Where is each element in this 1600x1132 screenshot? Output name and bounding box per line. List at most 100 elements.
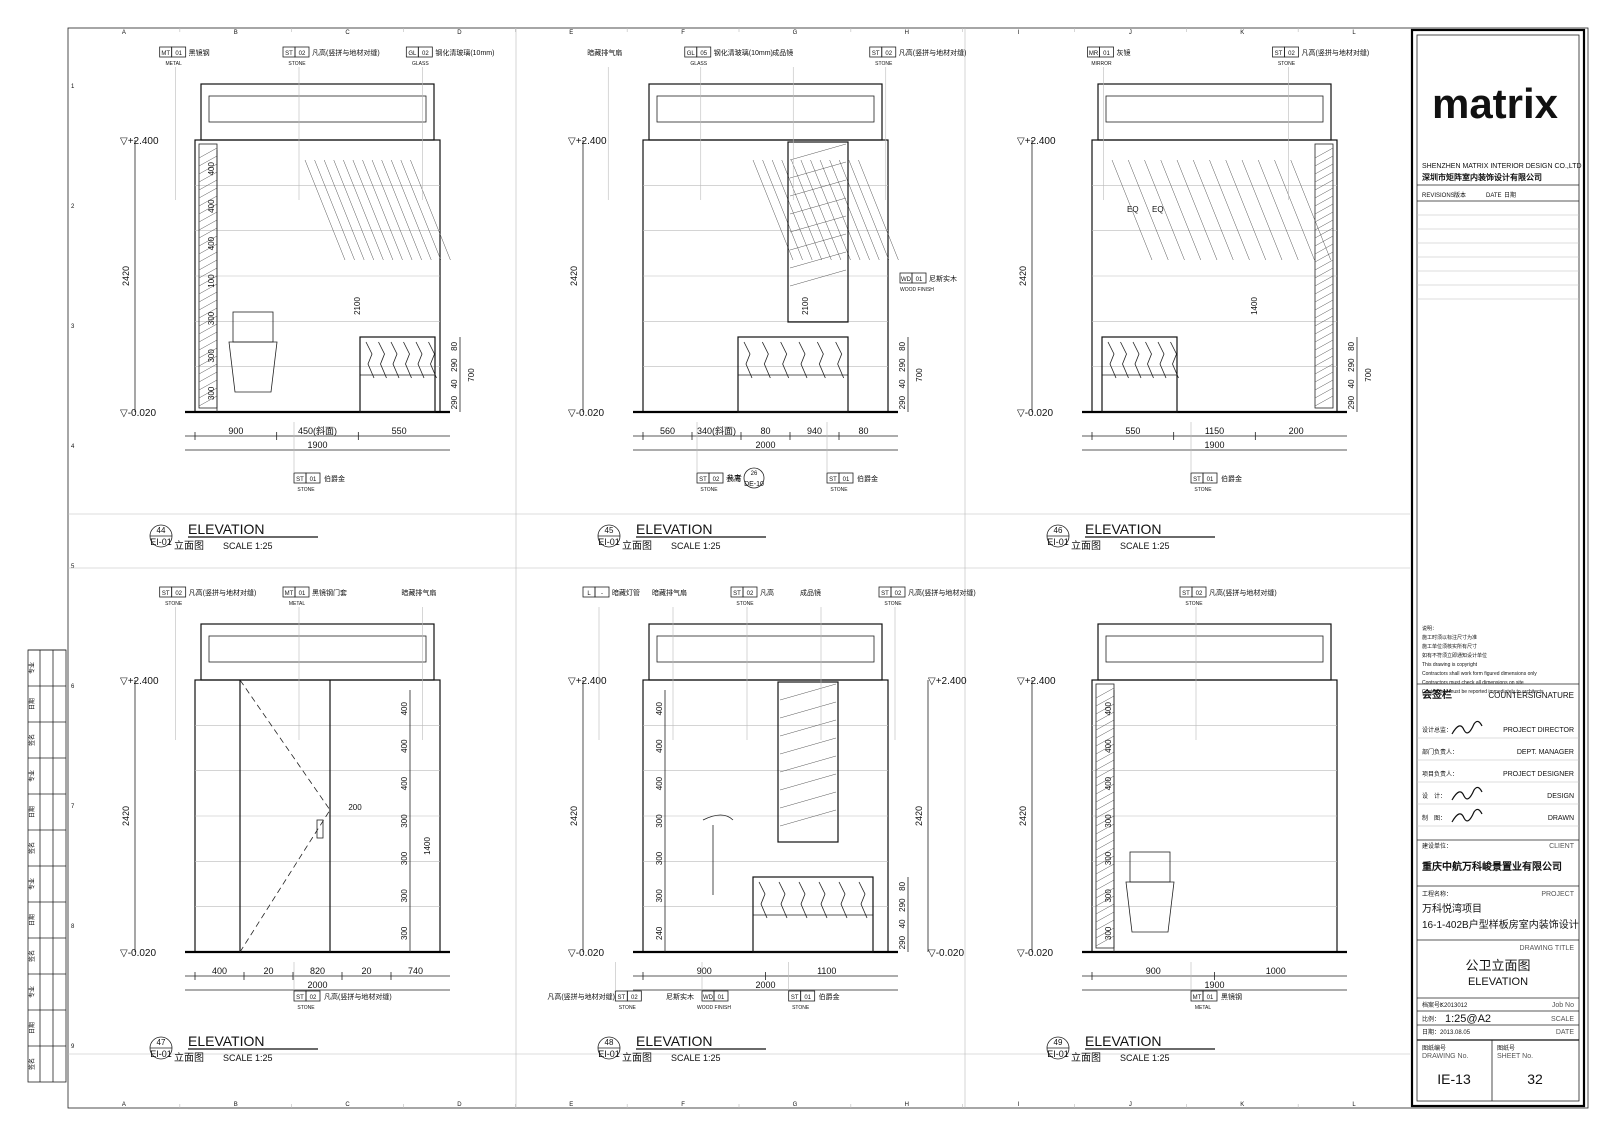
column-letter: H: [905, 1102, 909, 1108]
strip-label: 签名: [28, 734, 36, 746]
hatch-line: [198, 315, 218, 327]
strip-label: 专业: [28, 986, 36, 998]
tag-num-box: [305, 990, 321, 1002]
hatch-line: [1314, 155, 1334, 167]
total-width-dim: 2000: [755, 440, 775, 450]
tile-dim: 400: [1104, 739, 1113, 753]
note-line: 施工时须以标注尺寸为准: [1422, 634, 1477, 641]
role-en: DEPT. MANAGER: [1517, 749, 1574, 756]
hatch-line: [198, 203, 218, 215]
tag-num-box: [294, 46, 310, 58]
tag-num-box: [742, 586, 758, 598]
hatch-line: [1314, 363, 1334, 375]
tag-en: METAL: [289, 601, 306, 607]
elevation-title: ELEVATION: [636, 521, 713, 537]
elevation-title: ELEVATION: [188, 521, 265, 537]
tag-num-box: [890, 586, 906, 598]
marble-vein: [758, 881, 768, 919]
column-letter: C: [345, 1102, 350, 1108]
elevation-number: 46: [1054, 526, 1063, 535]
hatch-line: [198, 267, 218, 279]
tag-en: STONE: [1185, 601, 1203, 607]
glass-hatch: [752, 159, 794, 261]
hatch-line: [198, 219, 218, 231]
glass-hatch: [391, 159, 432, 261]
column-letter: D: [457, 1102, 462, 1108]
vanity-dim: 290: [450, 395, 459, 409]
hatch-line: [1314, 275, 1334, 287]
vanity-dim: 290: [898, 395, 907, 409]
tag-num-box: [171, 586, 187, 598]
logo: matrix: [1432, 80, 1559, 127]
bottom-dim: 400: [212, 966, 227, 976]
elevation-subtitle: 立面图: [622, 1051, 652, 1064]
tag-code: ST: [872, 51, 880, 57]
bottom-dim: 340(斜面): [697, 425, 736, 436]
elevation-title: ELEVATION: [636, 1033, 713, 1049]
tag-code: ST: [285, 51, 293, 57]
role-en: DESIGN: [1547, 793, 1574, 800]
eq-mark: EQ: [1127, 205, 1139, 214]
hatch-line: [1095, 935, 1115, 947]
role-cn: 设计总监：: [1422, 726, 1452, 734]
level-top: ▽+2.400: [568, 136, 607, 147]
total-width-dim: 1900: [1204, 440, 1224, 450]
tag-num: 01: [916, 277, 923, 283]
marble-vein: [838, 881, 848, 919]
tag-code: ST: [617, 995, 625, 1001]
tag-cn: 尼斯实木: [929, 274, 957, 283]
tag-num: 02: [885, 51, 892, 57]
hatch-line: [198, 283, 218, 295]
title-block-frame: [1410, 28, 1586, 1108]
marble-vein: [780, 341, 790, 379]
hatch-line: [198, 187, 218, 199]
bottom-dim: 900: [697, 966, 712, 976]
hatch-line: [198, 163, 218, 175]
glass-hatch: [381, 159, 422, 261]
column-letter: E: [569, 1102, 573, 1108]
hatch-line: [1095, 815, 1115, 827]
marble-vein: [378, 341, 387, 379]
strip-label: 签名: [28, 842, 36, 854]
tag-code: WD: [901, 277, 912, 283]
tag-en: GLASS: [690, 61, 707, 67]
marble-vein: [798, 341, 808, 379]
strip-label: 签名: [28, 950, 36, 962]
tile-dim: 300: [400, 814, 409, 828]
bottom-dim: 560: [660, 426, 675, 436]
height-dim: 2420: [569, 806, 579, 826]
note-line: Contractors must check all dimensions on…: [1422, 680, 1524, 686]
toilet-tank: [232, 311, 274, 343]
vanity-dim: 290: [898, 898, 907, 912]
bottom-dim: 1100: [817, 966, 836, 976]
tag-cn: 暗藏灯管: [612, 588, 640, 597]
row-number: 5: [71, 564, 75, 570]
tag-en: MIRROR: [1091, 61, 1112, 67]
column-letter: E: [569, 30, 573, 36]
hatch-line: [198, 387, 218, 399]
tag-cn: 暗藏排气扇: [401, 588, 436, 597]
tag-num: 02: [895, 591, 902, 597]
tag-code: ST: [1182, 591, 1190, 597]
hatch-line: [1314, 283, 1334, 295]
tag-en: STONE: [736, 601, 754, 607]
tag-en: STONE: [1194, 487, 1212, 493]
glass-hatch: [1176, 159, 1218, 261]
tag-en: STONE: [884, 601, 902, 607]
tag-code: ST: [162, 591, 170, 597]
hatch-line: [198, 179, 218, 191]
tag-code: ST: [1275, 51, 1283, 57]
hatch-line: [1095, 767, 1115, 779]
signature-scribble: [1451, 786, 1483, 801]
bottom-dim: 740: [408, 966, 423, 976]
elevation-ref: EI-01: [150, 1049, 172, 1059]
marble-vein: [1170, 341, 1179, 379]
glass-hatch: [304, 159, 346, 261]
general-notes: 说明：施工时须以标注尺寸为准施工单位须核实所有尺寸如有不符须立即通知设计单位Th…: [1422, 625, 1544, 695]
drawing-no: IE-13: [1437, 1071, 1471, 1087]
